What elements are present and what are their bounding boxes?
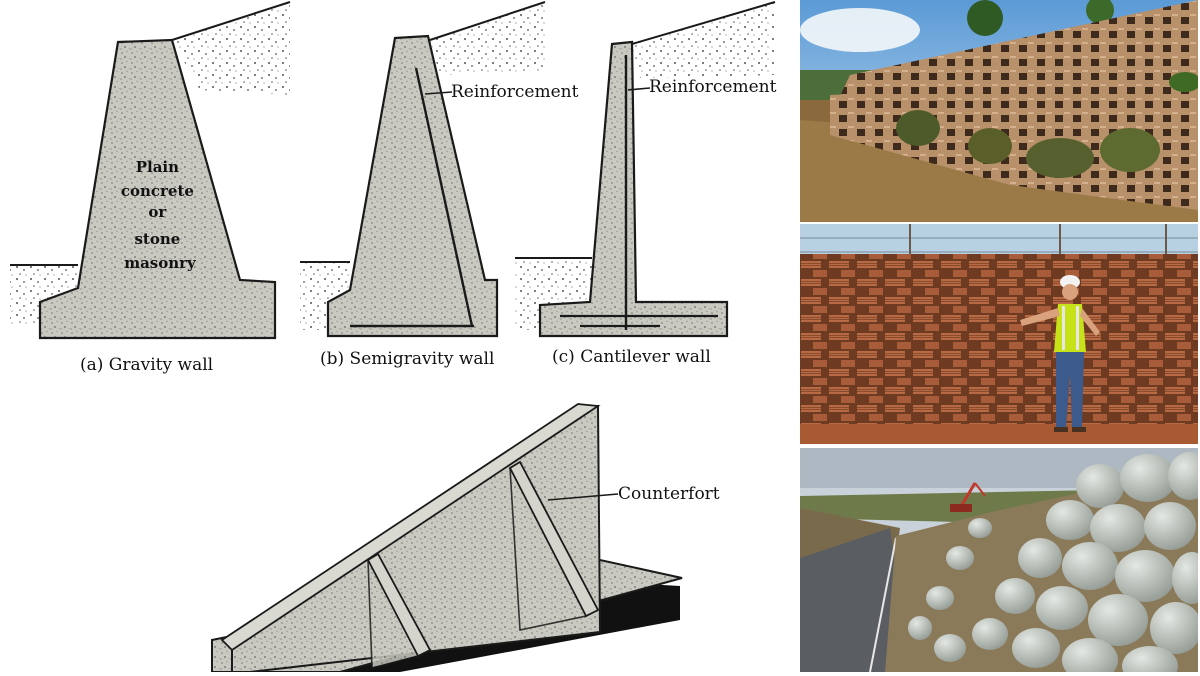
gravity-inner-text-1: Plain: [136, 158, 179, 176]
cantilever-wall-caption: (c) Cantilever wall: [552, 347, 711, 367]
svg-text:Plain concrete: Plain concrete or stone masonry: [121, 158, 199, 272]
photo-column: [800, 0, 1200, 672]
counterfort-wall-figure: Counterfort: [211, 403, 720, 673]
retaining-wall-diagram: Plain concrete or stone masonry (a) Grav…: [10, 1, 777, 673]
gravity-inner-text-3: or: [148, 203, 167, 221]
photo-dome-block-wall: [800, 448, 1198, 672]
gravity-wall-caption: (a) Gravity wall: [80, 355, 213, 375]
gravity-inner-text-4: stone: [134, 230, 180, 248]
counterfort-rib-2-face: [367, 559, 420, 670]
photo-stepped-block-wall: [800, 0, 1198, 222]
cantilever-callout-leader: [627, 87, 651, 91]
upper-tier-blocks: [840, 0, 1198, 96]
interlocking-block-wall-image: [800, 224, 1198, 444]
cantilever-wall-body: [538, 40, 729, 338]
interlocking-blocks: [800, 254, 1198, 426]
gravity-backfill-soil: [172, 2, 290, 95]
semigravity-backfill-soil: [430, 2, 545, 75]
semigravity-callout-leader: [424, 91, 453, 95]
gravity-wall-figure: Plain concrete or stone masonry (a) Grav…: [10, 1, 291, 375]
crane: [950, 482, 986, 512]
semigravity-wall-body: [326, 34, 499, 338]
counterfort-wall-top: [220, 403, 601, 652]
worker-figure: [1020, 275, 1100, 432]
photo-interlocking-block-wall: [800, 224, 1198, 444]
dome-blocks: [908, 452, 1198, 672]
cantilever-front-soil: [515, 258, 592, 330]
cantilever-wall-figure: Reinforcement (c) Cantilever wall: [515, 1, 777, 367]
gravity-wall-body: [38, 38, 277, 340]
stepped-block-wall-image: [800, 0, 1198, 222]
counterfort-rib-1-face: [509, 467, 588, 631]
diagram-canvas: Plain concrete or stone masonry (a) Grav…: [10, 1, 777, 673]
dome-block-wall-image: [800, 448, 1198, 672]
gravity-front-soil: [10, 265, 78, 325]
semigravity-wall-figure: Reinforcement (b) Semigravity wall: [300, 1, 579, 369]
gravity-inner-text-2: concrete: [121, 182, 194, 200]
cantilever-backfill-soil: [632, 2, 775, 78]
semigravity-reinforcement-bar: [414, 67, 474, 327]
gravity-inner-text-5: masonry: [124, 254, 197, 272]
counterfort-callout-leader: [547, 493, 619, 501]
semigravity-front-soil: [300, 262, 350, 330]
cantilever-reinforcement-label: Reinforcement: [649, 77, 777, 97]
semigravity-reinforcement-label: Reinforcement: [451, 82, 579, 102]
semigravity-wall-caption: (b) Semigravity wall: [320, 349, 494, 369]
counterfort-label: Counterfort: [618, 484, 720, 504]
road: [800, 528, 910, 672]
